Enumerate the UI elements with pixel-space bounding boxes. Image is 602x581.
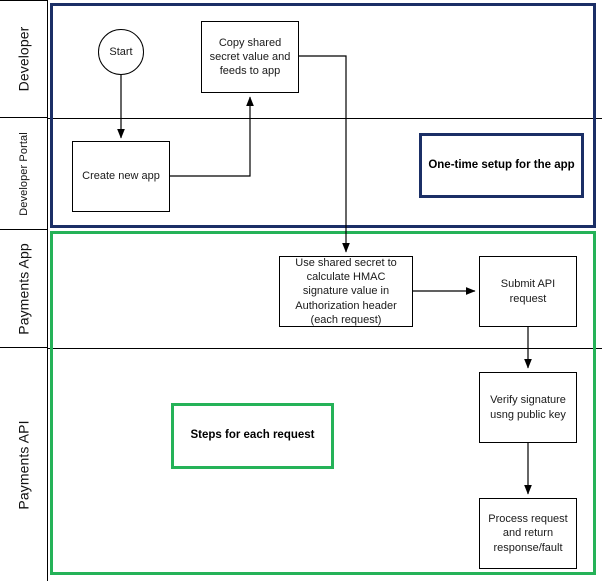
node-create-new-app-label: Create new app: [82, 170, 160, 183]
lane-label-developer-text: Developer: [15, 26, 32, 92]
node-verify-signature[interactable]: Verify signature usng public key: [479, 372, 577, 443]
lane-label-developer-portal-text: Developer Portal: [17, 131, 30, 216]
node-process-request[interactable]: Process request and return response/faul…: [479, 498, 577, 569]
node-calculate-hmac-label: Use shared secret to calculate HMAC sign…: [295, 256, 397, 326]
node-calculate-hmac[interactable]: Use shared secret to calculate HMAC sign…: [279, 256, 413, 327]
lane-label-payments-api: Payments API: [0, 348, 48, 581]
node-start-label: Start: [109, 45, 133, 58]
node-verify-signature-label: Verify signature usng public key: [490, 394, 566, 421]
node-start[interactable]: Start: [98, 29, 144, 75]
node-create-new-app[interactable]: Create new app: [72, 141, 170, 212]
callout-each-request-label: Steps for each request: [190, 429, 315, 442]
node-copy-shared-secret[interactable]: Copy shared secret value and feeds to ap…: [201, 21, 299, 93]
callout-one-time-setup: One-time setup for the app: [419, 133, 584, 198]
node-copy-shared-secret-label: Copy shared secret value and feeds to ap…: [209, 36, 291, 78]
lane-label-payments-app: Payments App: [0, 230, 48, 348]
lane-label-developer-portal: Developer Portal: [0, 118, 48, 230]
lane-label-payments-api-text: Payments API: [15, 419, 32, 510]
callout-each-request: Steps for each request: [171, 403, 334, 469]
lane-label-developer: Developer: [0, 0, 48, 118]
node-submit-api-request-label: Submit API request: [500, 278, 556, 305]
callout-one-time-setup-label: One-time setup for the app: [428, 158, 575, 171]
node-submit-api-request[interactable]: Submit API request: [479, 256, 577, 327]
node-process-request-label: Process request and return response/faul…: [488, 513, 568, 554]
lane-label-payments-app-text: Payments App: [15, 242, 32, 335]
lane-divider-payments-api: [48, 348, 602, 349]
